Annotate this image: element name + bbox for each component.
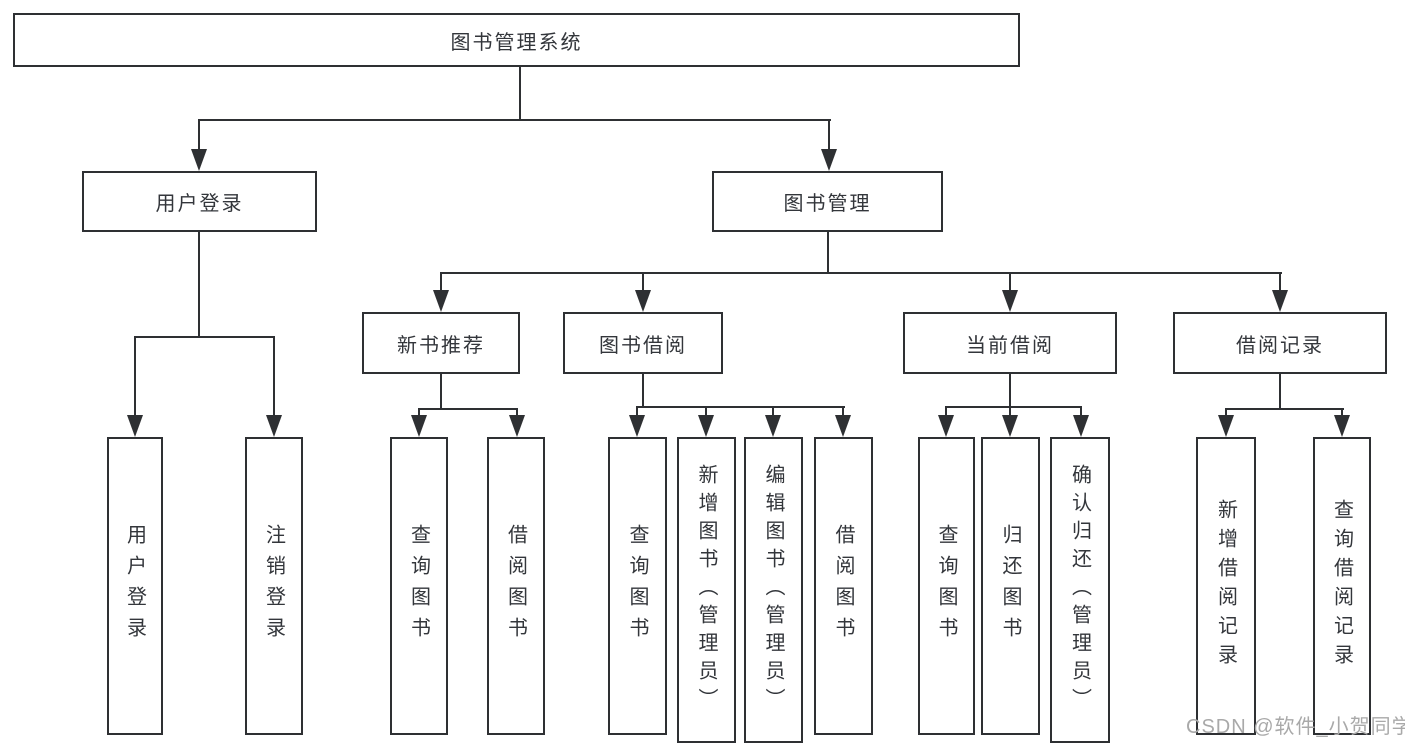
connector-line [1279,272,1281,292]
connector-line [1009,406,1011,417]
node-user-login: 用户登录 [82,171,317,232]
connector-line [642,374,644,408]
connector-line [440,272,1282,274]
connector-line [705,406,707,417]
connector-line [636,406,638,417]
leaf-logout: 注销登录 [245,437,303,735]
connector-line [440,272,442,292]
connector-line [642,272,644,292]
connector-line [134,336,136,418]
connector-line [636,406,845,408]
arrow-down-icon [1218,415,1234,437]
csdn-watermark: CSDN @软件_小贺同学 [1186,716,1405,738]
leaf-return-book: 归还图书 [981,437,1040,735]
arrow-down-icon [266,415,282,437]
leaf-confirm-return-admin: 确认归还（管理员） [1050,437,1110,743]
connector-line [1279,374,1281,410]
connector-line [516,408,518,417]
node-library-management-system: 图书管理系统 [13,13,1020,67]
connector-line [1080,406,1082,417]
arrow-down-icon [127,415,143,437]
leaf-query-book-current: 查询图书 [918,437,975,735]
arrow-down-icon [433,290,449,312]
arrow-down-icon [191,149,207,171]
node-book-management: 图书管理 [712,171,943,232]
connector-line [519,67,521,121]
connector-line [1009,272,1011,292]
arrow-down-icon [635,290,651,312]
connector-line [440,374,442,410]
arrow-down-icon [1272,290,1288,312]
node-current-borrow: 当前借阅 [903,312,1117,374]
arrow-down-icon [509,415,525,437]
connector-line [1341,408,1343,417]
leaf-edit-book-admin: 编辑图书（管理员） [744,437,803,743]
node-book-borrow: 图书借阅 [563,312,723,374]
leaf-query-book-borrow: 查询图书 [608,437,667,735]
connector-line [842,406,844,417]
arrow-down-icon [629,415,645,437]
connector-line [1009,374,1011,408]
leaf-user-login: 用户登录 [107,437,163,735]
leaf-query-borrow-record: 查询借阅记录 [1313,437,1371,735]
arrow-down-icon [938,415,954,437]
arrow-down-icon [1073,415,1089,437]
connector-line [945,406,1082,408]
arrow-down-icon [765,415,781,437]
connector-line [198,119,200,153]
leaf-borrow-book-recommend: 借阅图书 [487,437,545,735]
leaf-borrow-book: 借阅图书 [814,437,873,735]
node-borrow-record: 借阅记录 [1173,312,1387,374]
connector-line [198,232,200,338]
connector-line [828,119,830,153]
arrow-down-icon [821,149,837,171]
connector-line [418,408,518,410]
arrow-down-icon [1002,290,1018,312]
leaf-add-book-admin: 新增图书（管理员） [677,437,736,743]
arrow-down-icon [698,415,714,437]
arrow-down-icon [1002,415,1018,437]
arrow-down-icon [411,415,427,437]
arrow-down-icon [1334,415,1350,437]
connector-line [772,406,774,417]
arrow-down-icon [835,415,851,437]
connector-line [1225,408,1227,417]
connector-line [198,119,831,121]
node-new-book-recommend: 新书推荐 [362,312,520,374]
connector-line [1225,408,1344,410]
connector-line [273,336,275,418]
connector-line [945,406,947,417]
connector-line [134,336,275,338]
connector-line [827,232,829,274]
leaf-add-borrow-record: 新增借阅记录 [1196,437,1256,735]
leaf-query-book-recommend: 查询图书 [390,437,448,735]
connector-line [418,408,420,417]
